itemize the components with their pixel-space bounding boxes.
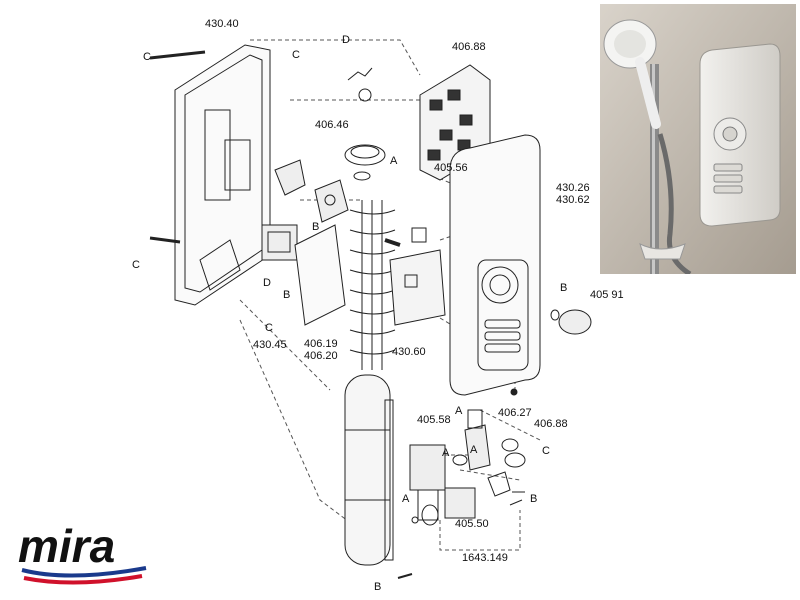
bracket-d <box>347 67 373 81</box>
heater-tank <box>344 374 394 566</box>
heating-element <box>349 200 396 370</box>
label-406-20: 406.20 <box>304 350 338 362</box>
label-430-45: 430.45 <box>253 339 287 351</box>
label-406-19: 406.19 <box>304 338 338 350</box>
float-part <box>358 88 372 102</box>
label-406-27: 406.27 <box>498 407 532 419</box>
transformer <box>261 224 298 261</box>
front-cover <box>449 134 541 396</box>
label-c: C <box>143 51 151 63</box>
label-430-26: 430.26 <box>556 182 590 194</box>
label-c: C <box>292 49 300 61</box>
label-c: C <box>542 445 550 457</box>
label-b: B <box>530 493 538 505</box>
label-430-60: 430.60 <box>392 346 426 358</box>
label-b: B <box>312 221 320 233</box>
label-430-40: 430.40 <box>205 18 239 30</box>
o-ring <box>353 171 371 181</box>
cover-screw <box>510 388 518 396</box>
mira-logo-mark: mira <box>18 520 147 585</box>
flow-valve <box>411 487 476 526</box>
sensor-block <box>411 227 427 243</box>
label-b: B <box>560 282 568 294</box>
shower-photo-image <box>600 4 796 274</box>
inlet-valve <box>409 409 526 521</box>
clip <box>487 471 511 497</box>
label-d: D <box>263 277 271 289</box>
label-a: A <box>442 447 450 459</box>
label-c: C <box>132 259 140 271</box>
label-406-88: 406.88 <box>452 41 486 53</box>
control-knob <box>550 309 592 335</box>
element-cover <box>294 224 346 326</box>
label-1643-149: 1643.149 <box>462 552 508 564</box>
logo-wordmark: mira <box>18 520 115 572</box>
ring-seal-inner <box>350 145 380 159</box>
label-405-56: 405.56 <box>434 162 468 174</box>
label-406-88: 406.88 <box>534 418 568 430</box>
label-d: D <box>342 34 350 46</box>
product-photo <box>600 4 796 274</box>
label-405-91: 405 91 <box>590 289 624 301</box>
thermal-cutouts <box>274 159 349 223</box>
label-b: B <box>374 581 382 593</box>
back-plate <box>149 44 271 306</box>
label-406-46: 406.46 <box>315 119 349 131</box>
label-405-50: 405.50 <box>455 518 489 530</box>
label-a: A <box>455 405 463 417</box>
ring-seal <box>344 144 386 166</box>
mira-logo: mira <box>14 520 154 590</box>
label-b: B <box>283 289 291 301</box>
label-405-58: 405.58 <box>417 414 451 426</box>
label-a: A <box>390 155 398 167</box>
label-c: C <box>265 322 273 334</box>
label-a: A <box>402 493 410 505</box>
label-a: A <box>470 444 478 456</box>
label-430-62: 430.62 <box>556 194 590 206</box>
terminal-chip <box>404 274 418 288</box>
